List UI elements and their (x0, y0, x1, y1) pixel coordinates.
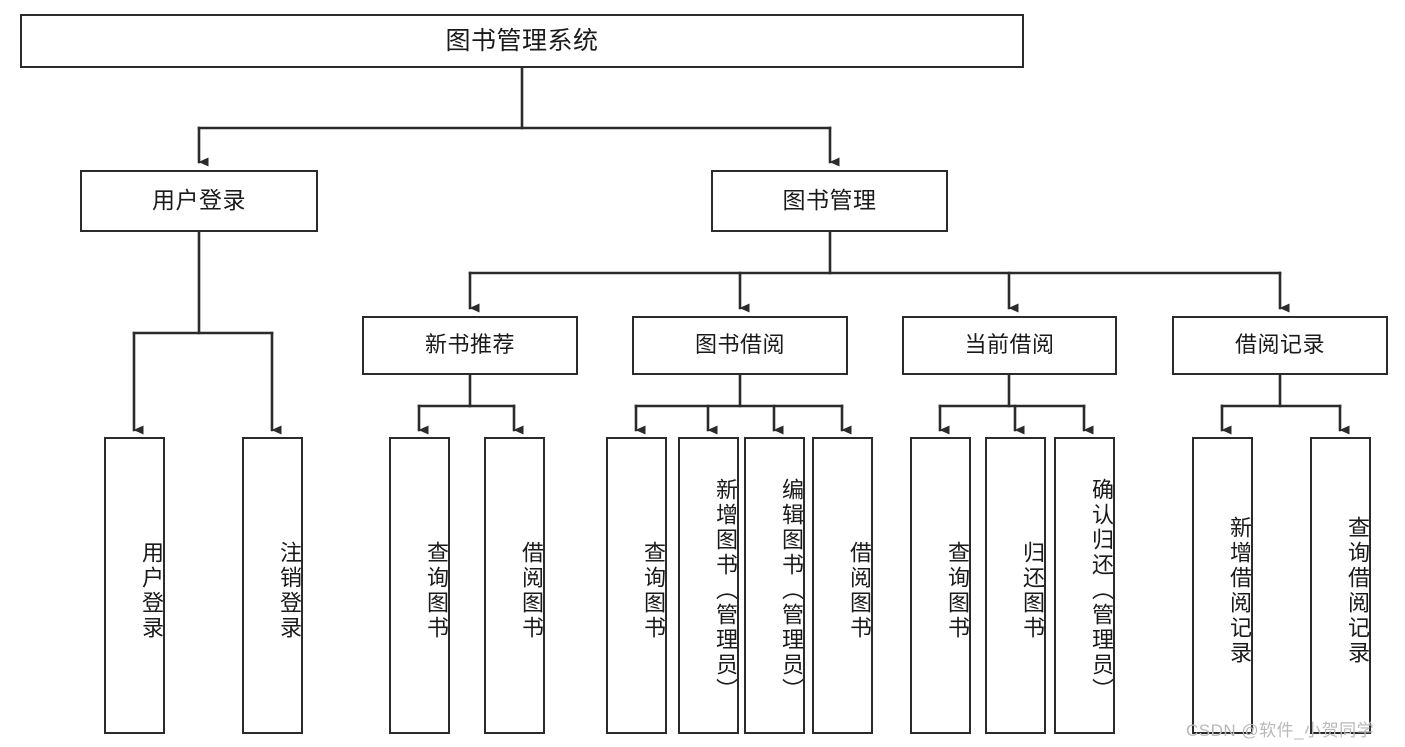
node-label: 查询图书 (945, 540, 970, 641)
node-label: 新增图书（管理员） (713, 478, 738, 703)
node-label: 图书管理系统 (445, 27, 599, 55)
node-label: 查询借阅记录 (1345, 515, 1370, 666)
node-leaf-add-record[interactable]: 新增借阅记录 (1192, 437, 1253, 734)
node-label: 确认归还（管理员） (1089, 478, 1114, 703)
node-current-borrow[interactable]: 当前借阅 (902, 316, 1117, 375)
node-user-login[interactable]: 用户登录 (80, 170, 318, 232)
edges-current-borrow-to-leaves (938, 373, 1094, 435)
edges-new-book-recommend-to-leaves (417, 373, 524, 435)
node-label: 查询图书 (424, 540, 449, 641)
node-label: 注销登录 (277, 540, 302, 641)
node-leaf-query-book-3[interactable]: 查询图书 (910, 437, 971, 734)
node-leaf-confirm-return[interactable]: 确认归还（管理员） (1054, 437, 1115, 734)
node-book-borrow[interactable]: 图书借阅 (632, 316, 848, 375)
node-leaf-query-book-2[interactable]: 查询图书 (606, 437, 667, 734)
node-label: 借阅记录 (1234, 332, 1325, 358)
node-label: 新书推荐 (424, 332, 515, 358)
csdn-watermark: CSDN @软件_小贺同学 (1186, 721, 1375, 740)
node-new-book-recommend[interactable]: 新书推荐 (362, 316, 578, 375)
node-leaf-query-book-1[interactable]: 查询图书 (389, 437, 450, 734)
node-label: 新增借阅记录 (1227, 515, 1252, 666)
node-label: 用户登录 (152, 187, 246, 214)
edges-root-to-level2 (197, 66, 840, 167)
node-label: 查询图书 (641, 540, 666, 641)
node-leaf-user-login[interactable]: 用户登录 (104, 437, 165, 734)
node-leaf-logout[interactable]: 注销登录 (242, 437, 303, 734)
edges-book-management-to-level3 (468, 230, 1290, 313)
node-label: 用户登录 (139, 540, 164, 641)
node-label: 图书借阅 (694, 332, 785, 358)
node-leaf-borrow-book-2[interactable]: 借阅图书 (812, 437, 873, 734)
node-label: 编辑图书（管理员） (779, 478, 804, 703)
node-label: 借阅图书 (519, 540, 544, 641)
edges-book-borrow-to-leaves (634, 373, 852, 435)
node-book-management-system[interactable]: 图书管理系统 (20, 14, 1024, 68)
node-label: 当前借阅 (964, 332, 1055, 358)
node-leaf-borrow-book-1[interactable]: 借阅图书 (484, 437, 545, 734)
node-leaf-query-record[interactable]: 查询借阅记录 (1310, 437, 1371, 734)
edges-borrow-record-to-leaves (1220, 373, 1350, 435)
edges-user-login-to-leaves (132, 230, 282, 435)
node-book-management[interactable]: 图书管理 (711, 170, 948, 232)
node-label: 借阅图书 (847, 540, 872, 641)
node-leaf-add-book[interactable]: 新增图书（管理员） (678, 437, 739, 734)
node-label: 图书管理 (782, 187, 877, 214)
node-label: 归还图书 (1020, 540, 1045, 641)
node-leaf-edit-book[interactable]: 编辑图书（管理员） (744, 437, 805, 734)
node-leaf-return-book[interactable]: 归还图书 (985, 437, 1046, 734)
node-borrow-record[interactable]: 借阅记录 (1172, 316, 1388, 375)
